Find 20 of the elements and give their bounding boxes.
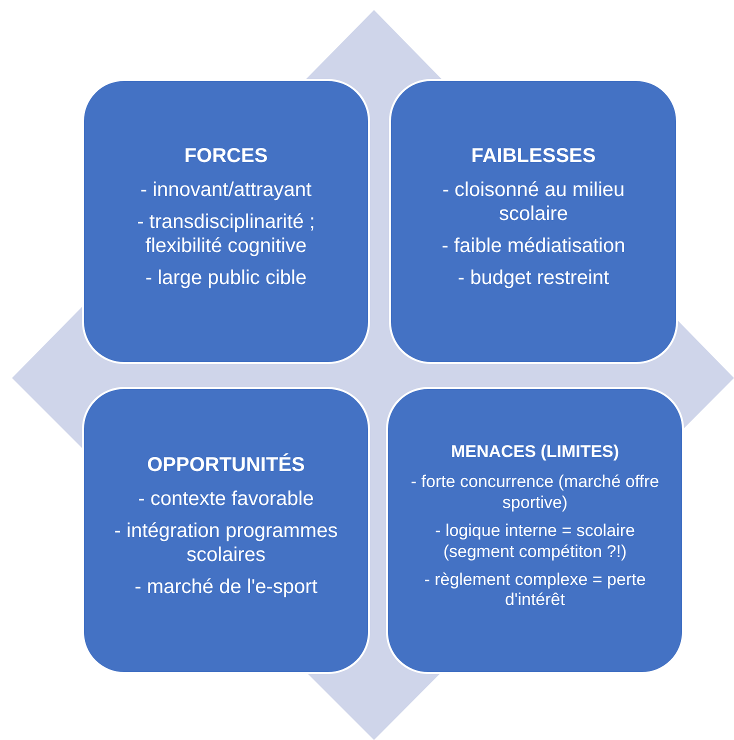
- swot-quadrant-box: [386, 387, 684, 674]
- bullet-item: - transdisciplinarité ; flexibilité cognitive: [136, 210, 316, 258]
- bullet-item: - logique interne = scolaire (segment compétiton ?!): [434, 521, 636, 562]
- quadrant-heading: MENACES (LIMITES): [450, 442, 620, 462]
- bullet-item: - faible médiatisation: [442, 234, 626, 258]
- bullet-item: - règlement complexe = perte d'intérêt: [423, 570, 647, 611]
- bullet-item: - large public cible: [145, 266, 307, 290]
- bullet-item: - forte concurrence (marché offre sportive): [410, 472, 660, 514]
- quadrant-heading: OPPORTUNITÉS: [147, 454, 305, 477]
- bullet-item: - contexte favorable: [138, 487, 314, 511]
- swot-quadrant-box: [82, 79, 370, 364]
- swot-quadrant-box: [82, 387, 370, 674]
- bullet-item: - cloisonné au milieu scolaire: [441, 178, 626, 226]
- bullet-item: - budget restreint: [458, 266, 610, 290]
- quadrant-heading: FAIBLESSES: [471, 145, 596, 168]
- bullet-item: - marché de l'e-sport: [134, 575, 318, 599]
- swot-quadrant-box: [389, 79, 678, 364]
- bullet-item: - intégration programmes scolaires: [113, 519, 339, 567]
- quadrant-heading: FORCES: [184, 145, 268, 168]
- bullet-item: - innovant/attrayant: [140, 178, 312, 202]
